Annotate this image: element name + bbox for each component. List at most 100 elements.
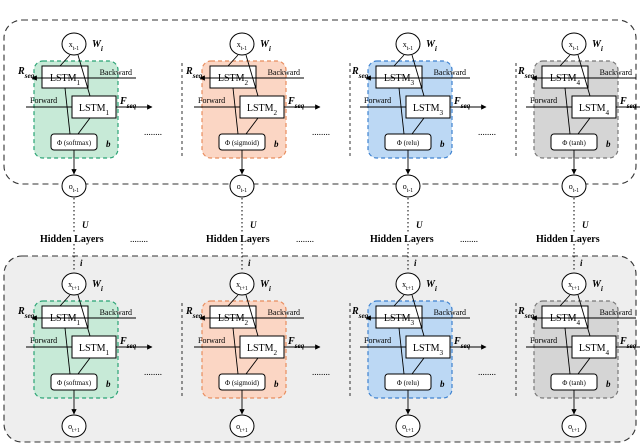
ellipsis-dots: ........ — [312, 367, 330, 377]
forward-label: Forward — [30, 336, 57, 345]
lstm-top-to-activation — [564, 327, 571, 375]
lstm-top-to-activation — [232, 327, 239, 375]
input-node-label: xt+1 — [236, 280, 248, 292]
lstm-bottom-to-activation — [577, 117, 591, 135]
output-node — [61, 174, 87, 198]
input-node-label: xt-1 — [569, 40, 580, 52]
input-node — [229, 32, 255, 56]
hidden-layers-label-1: Hidden Layers — [40, 234, 104, 245]
input-to-lstm-top — [559, 54, 571, 67]
lstm-bottom-label: LSTM2 — [247, 343, 278, 357]
lstm-top-label: LSTM3 — [384, 73, 415, 87]
input-to-lstm-bottom — [411, 294, 425, 337]
input-to-lstm-top — [393, 294, 405, 307]
ellipsis-dots: ........ — [312, 127, 330, 137]
output-node-label: ot-1 — [403, 182, 414, 194]
backward-label: Backward — [268, 68, 300, 77]
lstm-bottom-to-activation — [245, 117, 259, 135]
lstm-bottom-to-activation — [411, 117, 425, 135]
u-label: U — [582, 220, 589, 230]
f-seq-label: Fseq — [453, 96, 471, 110]
input-node — [61, 32, 87, 56]
output-node-label: ot-1 — [569, 182, 580, 194]
output-node — [229, 414, 255, 438]
input-to-lstm-top — [227, 294, 239, 307]
f-seq-label: Fseq — [287, 336, 305, 350]
backward-label: Backward — [600, 308, 632, 317]
r-seq-label: Rseq — [351, 66, 369, 80]
input-node-label: xt+1 — [402, 280, 414, 292]
lstm-top-to-activation — [398, 87, 405, 135]
input-to-lstm-top — [393, 54, 405, 67]
output-node — [395, 174, 421, 198]
lstm-top-label: LSTM3 — [384, 313, 415, 327]
lstm-bottom-to-activation — [77, 117, 91, 135]
bias-label: b — [106, 139, 111, 149]
lstm-top-label: LSTM1 — [50, 73, 81, 87]
r-seq-label: Rseq — [17, 66, 35, 80]
lstm-bottom-label: LSTM3 — [413, 343, 444, 357]
output-node — [395, 414, 421, 438]
forward-label: Forward — [198, 96, 225, 105]
forward-label: Forward — [364, 96, 391, 105]
lstm-bottom-to-activation — [411, 357, 425, 375]
bias-label: b — [440, 139, 445, 149]
r-seq-label: Rseq — [517, 306, 535, 320]
forward-label: Forward — [30, 96, 57, 105]
f-seq-label: Fseq — [619, 336, 637, 350]
weight-label: Wi — [260, 279, 271, 293]
activation-label: Φ (relu) — [397, 379, 420, 387]
lstm-top-label: LSTM2 — [218, 313, 249, 327]
input-node-label: xt-1 — [69, 40, 80, 52]
lstm-bottom-to-activation — [77, 357, 91, 375]
output-node — [61, 414, 87, 438]
r-seq-label: Rseq — [517, 66, 535, 80]
bias-label: b — [106, 379, 111, 389]
output-node-label: ot+1 — [568, 422, 580, 434]
activation-label: Φ (softmax) — [57, 139, 92, 147]
lstm-top-to-activation — [232, 87, 239, 135]
forward-label: Forward — [530, 336, 557, 345]
r-seq-label: Rseq — [17, 306, 35, 320]
input-to-lstm-top — [59, 294, 71, 307]
input-to-lstm-bottom — [245, 54, 259, 97]
input-node — [561, 272, 587, 296]
input-to-lstm-top — [227, 54, 239, 67]
output-node — [229, 174, 255, 198]
input-node — [395, 272, 421, 296]
f-seq-label: Fseq — [119, 96, 137, 110]
activation-label: Φ (tanh) — [562, 379, 586, 387]
f-seq-label: Fseq — [287, 96, 305, 110]
hidden-layers-dots-1: ........ — [130, 234, 148, 244]
lstm-bottom-label: LSTM3 — [413, 103, 444, 117]
weight-label: Wi — [592, 279, 603, 293]
input-node-label: xt-1 — [237, 40, 248, 52]
backward-label: Backward — [268, 308, 300, 317]
activation-label: Φ (tanh) — [562, 139, 586, 147]
i-label: i — [580, 258, 583, 268]
output-node-label: ot-1 — [237, 182, 248, 194]
backward-label: Backward — [100, 68, 132, 77]
input-to-lstm-bottom — [77, 54, 91, 97]
lstm-top-to-activation — [564, 87, 571, 135]
ellipsis-dots: ........ — [144, 367, 162, 377]
hidden-layers-label-2: Hidden Layers — [206, 234, 270, 245]
lstm-bottom-label: LSTM4 — [579, 343, 610, 357]
forward-label: Forward — [198, 336, 225, 345]
bias-label: b — [606, 139, 611, 149]
input-to-lstm-bottom — [245, 294, 259, 337]
r-seq-label: Rseq — [185, 66, 203, 80]
i-label: i — [248, 258, 251, 268]
bias-label: b — [274, 379, 279, 389]
input-node-label: xt-1 — [403, 40, 414, 52]
input-node — [395, 32, 421, 56]
backward-label: Backward — [600, 68, 632, 77]
r-seq-label: Rseq — [351, 306, 369, 320]
lstm-bottom-label: LSTM4 — [579, 103, 610, 117]
weight-label: Wi — [426, 39, 437, 53]
f-seq-label: Fseq — [619, 96, 637, 110]
bias-label: b — [606, 379, 611, 389]
